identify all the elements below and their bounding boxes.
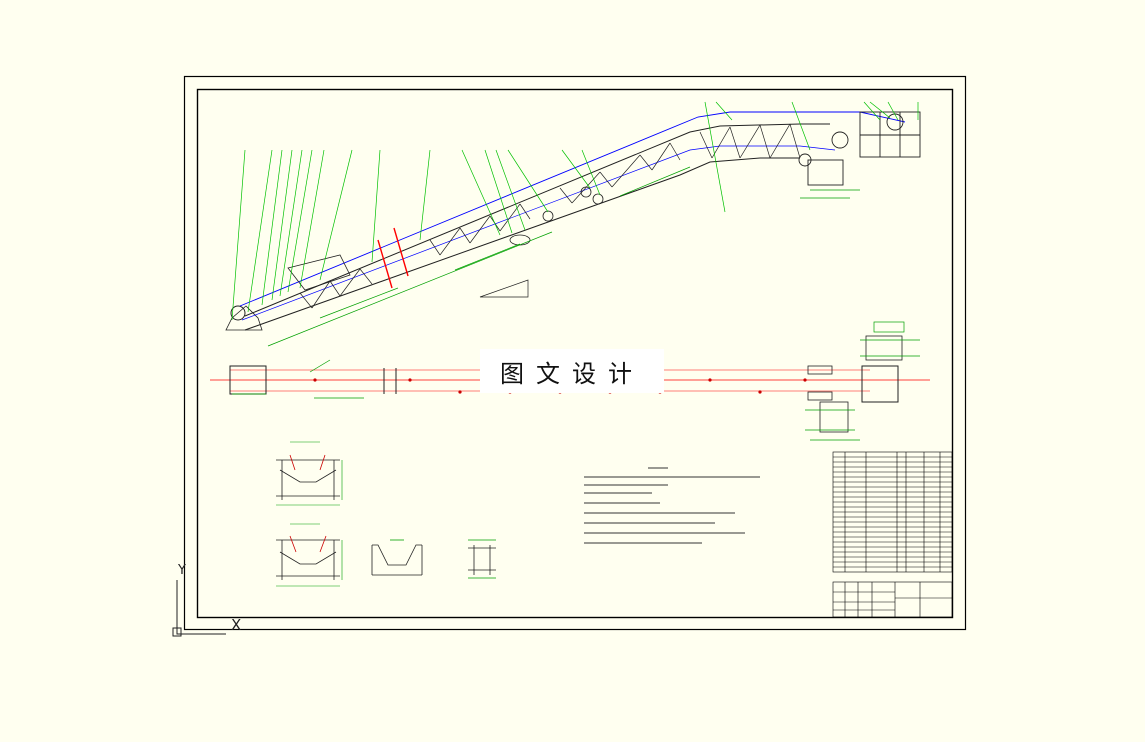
parts-list xyxy=(832,451,953,573)
return-belt xyxy=(241,145,836,321)
head-detail xyxy=(807,335,903,433)
idler-section-2 xyxy=(276,535,340,580)
outer-frame xyxy=(183,75,967,631)
tail-support xyxy=(225,305,263,331)
head-unit-plan xyxy=(861,365,899,403)
head-detail-dims xyxy=(805,321,920,441)
break-symbol xyxy=(377,227,409,289)
idler-section-1-dims xyxy=(276,441,343,506)
plan-dimension xyxy=(232,359,364,399)
inner-frame xyxy=(196,88,954,619)
guide-roller-section xyxy=(468,539,496,579)
ucs-y-label: Y xyxy=(178,563,186,578)
idler-rolls xyxy=(509,186,604,246)
idler-section-1 xyxy=(276,454,340,500)
feed-hopper xyxy=(287,254,351,291)
truss-upper-chord xyxy=(244,123,830,317)
technical-notes xyxy=(584,467,760,544)
ucs-x-label: X xyxy=(231,616,242,634)
watermark-text: 图文设计 xyxy=(480,349,664,393)
title-block xyxy=(832,581,953,618)
head-frame xyxy=(798,111,921,186)
dimension-lines xyxy=(267,166,860,347)
ucs-icon xyxy=(172,580,226,637)
side-elevation xyxy=(225,101,921,347)
leader-lines xyxy=(231,101,919,321)
truss-lower-chord xyxy=(244,157,800,331)
slope-triangle xyxy=(479,279,529,298)
idler-section-2-dims xyxy=(276,523,343,587)
return-idler-section xyxy=(371,539,423,576)
conveyor-belt xyxy=(239,111,906,307)
tail-pulley xyxy=(230,305,246,321)
